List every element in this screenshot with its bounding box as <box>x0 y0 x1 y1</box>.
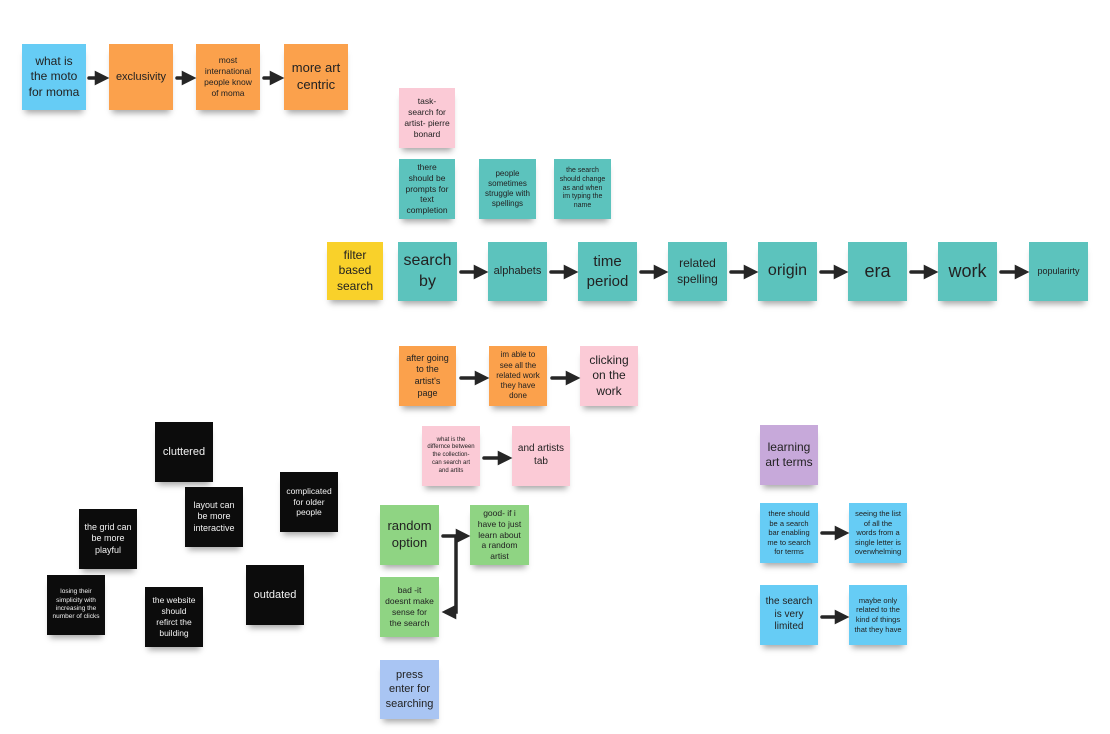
note-grid[interactable]: the grid can be more playful <box>79 509 137 569</box>
note-related-work[interactable]: im able to see all the related work they… <box>489 346 547 406</box>
note-international[interactable]: most international people know of moma <box>196 44 260 110</box>
note-good[interactable]: good- if i have to just learn about a ra… <box>470 505 529 565</box>
note-list-words[interactable]: seeing the list of all the words from a … <box>849 503 907 563</box>
note-layout[interactable]: layout can be more interactive <box>185 487 243 547</box>
note-website[interactable]: the website should refirct the building <box>145 587 203 647</box>
note-work[interactable]: work <box>938 242 997 301</box>
note-simplicity[interactable]: losing their simplicity with increasing … <box>47 575 105 635</box>
note-alphabets[interactable]: alphabets <box>488 242 547 301</box>
note-artists-tab[interactable]: and artists tab <box>512 426 570 486</box>
note-era[interactable]: era <box>848 242 907 301</box>
note-search-by[interactable]: search by <box>398 242 457 301</box>
note-artist-page[interactable]: after going to the artist's page <box>399 346 456 406</box>
note-limited[interactable]: the search is very limited <box>760 585 818 645</box>
note-search-change[interactable]: the search should change as and when im … <box>554 159 611 219</box>
note-random[interactable]: random option <box>380 505 439 565</box>
note-time-period[interactable]: time period <box>578 242 637 301</box>
arrow-random-bad <box>441 534 458 620</box>
note-popularity[interactable]: popularirty <box>1029 242 1088 301</box>
note-cluttered[interactable]: cluttered <box>155 422 213 482</box>
note-art-centric[interactable]: more art centric <box>284 44 348 110</box>
note-search-bar[interactable]: there should be a search bar enabling me… <box>760 503 818 563</box>
note-learning[interactable]: learning art terms <box>760 425 818 485</box>
note-task[interactable]: task- search for artist- pierre bonard <box>399 88 455 148</box>
note-filter[interactable]: filter based search <box>327 242 383 300</box>
note-press-enter[interactable]: press enter for searching <box>380 660 439 719</box>
note-difference[interactable]: what is the differnce between the collec… <box>422 426 480 486</box>
note-spellings[interactable]: people sometimes struggle with spellings <box>479 159 536 219</box>
note-bad[interactable]: bad -it doesnt make sense for the search <box>380 577 439 637</box>
note-moto[interactable]: what is the moto for moma <box>22 44 86 110</box>
note-maybe[interactable]: maybe only related to the kind of things… <box>849 585 907 645</box>
note-origin[interactable]: origin <box>758 242 817 301</box>
note-prompts[interactable]: there should be prompts for text complet… <box>399 159 455 219</box>
note-related-spelling[interactable]: related spelling <box>668 242 727 301</box>
note-exclusivity[interactable]: exclusivity <box>109 44 173 110</box>
note-outdated[interactable]: outdated <box>246 565 304 625</box>
note-older[interactable]: complicated for older people <box>280 472 338 532</box>
note-clicking[interactable]: clicking on the work <box>580 346 638 406</box>
